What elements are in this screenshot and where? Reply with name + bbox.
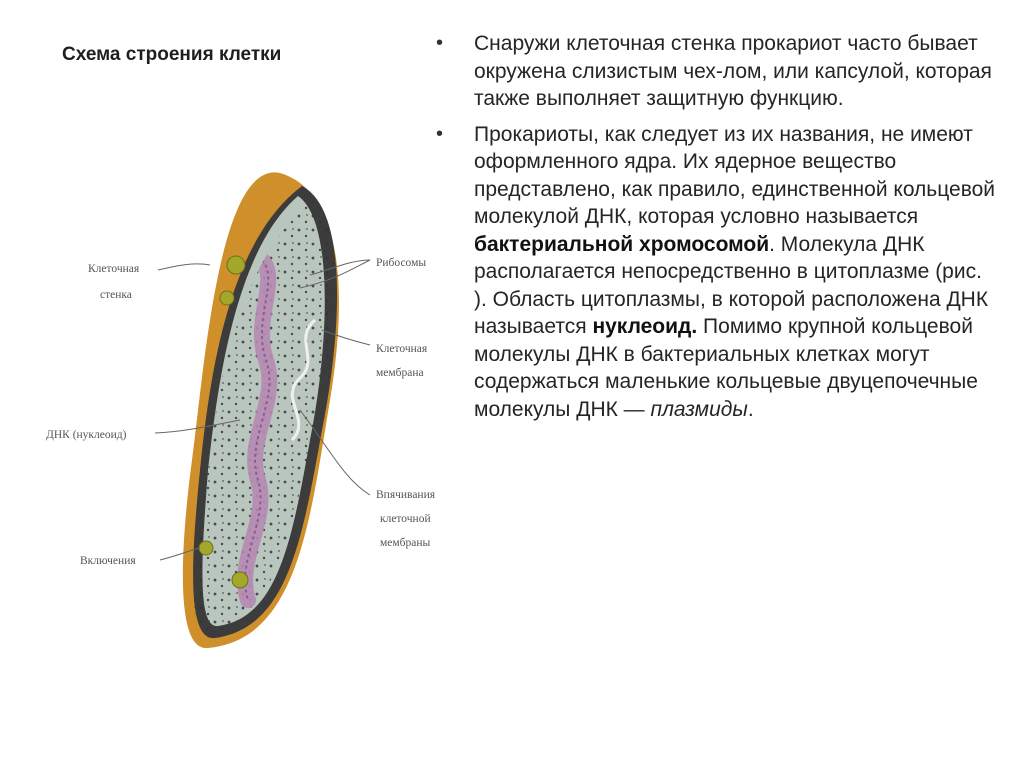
inclusion-3 [198,540,214,556]
bullet-dot: • [436,32,444,54]
inclusion-1 [226,255,246,275]
bullet-text-capsule: Снаружи клеточная стенка прокариот часто… [474,32,992,110]
slide-title: Схема строения клетки [62,44,282,65]
term-bacterial-chromosome: бактериальной хромосомой [474,232,770,256]
label-membrane-1: Клеточная [376,343,428,355]
label-ribosomes: Рибосомы [376,257,426,269]
prokaryotic-cell-diagram: Клеточная стенка Рибосомы Клеточная мемб… [30,170,480,660]
text-run: . Молекула ДНК располагается непосредств… [474,232,989,339]
label-dna: ДНК (нуклеоид) [46,429,127,441]
term-nucleoid: нуклеоид. [592,315,698,338]
label-inclusions: Включения [80,555,136,567]
text-run: Помимо крупной кольцевой молекулы ДНК в … [474,315,978,421]
text-run: . [747,397,754,421]
label-invag-2: клеточной [380,513,431,525]
inclusion-2 [219,290,235,306]
label-cell-wall-2: стенка [100,289,132,301]
leader-lines [154,259,371,561]
bullet-dot: • [436,122,444,145]
label-invag-3: мембраны [380,537,431,549]
bullet-list: • Снаружи клеточная стенка прокариот час… [436,30,996,431]
cell-diagram-svg: Клеточная стенка Рибосомы Клеточная мемб… [46,172,436,649]
inclusion-4 [231,571,249,589]
text-run: Прокариоты, как следует из их названия, … [474,122,996,229]
bullet-text-nucleoid: Прокариоты, как следует из их названия, … [474,121,996,424]
label-invag-1: Впячивания [376,489,436,501]
membrane-invagination [290,318,317,442]
bullet-item-nucleoid: • Прокариоты, как следует из их названия… [436,121,996,424]
term-plasmids: плазмиды [650,397,748,421]
bullet-item-capsule: • Снаружи клеточная стенка прокариот час… [436,30,996,113]
label-cell-wall-1: Клеточная [88,263,140,275]
label-membrane-2: мембрана [376,367,424,379]
